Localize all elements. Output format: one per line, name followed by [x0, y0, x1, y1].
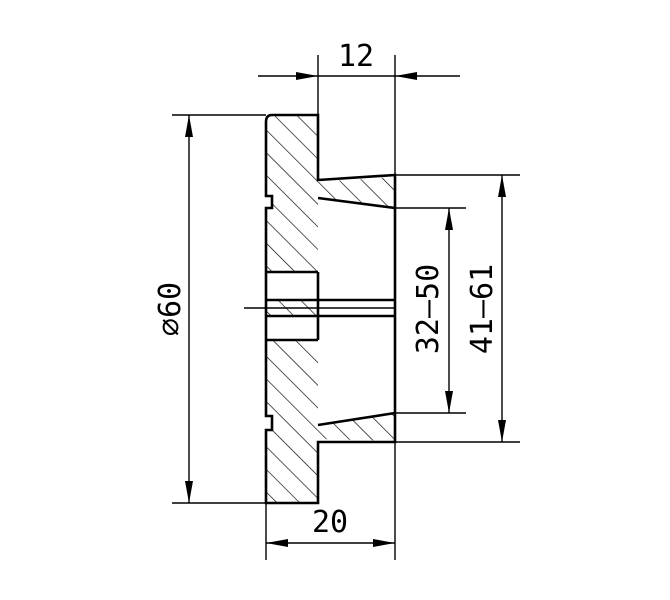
arrow-outer-top: [498, 175, 506, 197]
dim-bottom-width: 20: [312, 505, 348, 540]
lower-taper-line: [317, 411, 396, 427]
arrow-top-right: [395, 72, 417, 80]
dim-outer-diameter: ⌀60: [153, 282, 188, 336]
dim-top-width: 12: [338, 39, 374, 74]
arrow-inner-top: [445, 208, 453, 230]
arrow-top-left: [296, 72, 318, 80]
flange-lower-section: [266, 340, 318, 503]
arrow-inner-bottom: [445, 391, 453, 413]
flange-outline: [264, 113, 397, 505]
arrow-bottom-left: [266, 539, 288, 547]
lower-taper-section: [318, 413, 395, 441]
arrow-left-top: [185, 115, 193, 137]
arrow-outer-bottom: [498, 420, 506, 442]
arrow-left-bottom: [185, 481, 193, 503]
dim-bore-range: 32–50: [411, 264, 446, 354]
dim-outer-range: 41–61: [465, 264, 500, 354]
upper-taper-line: [317, 196, 396, 210]
flange-upper-section: [266, 115, 318, 272]
arrow-bottom-right: [373, 539, 395, 547]
